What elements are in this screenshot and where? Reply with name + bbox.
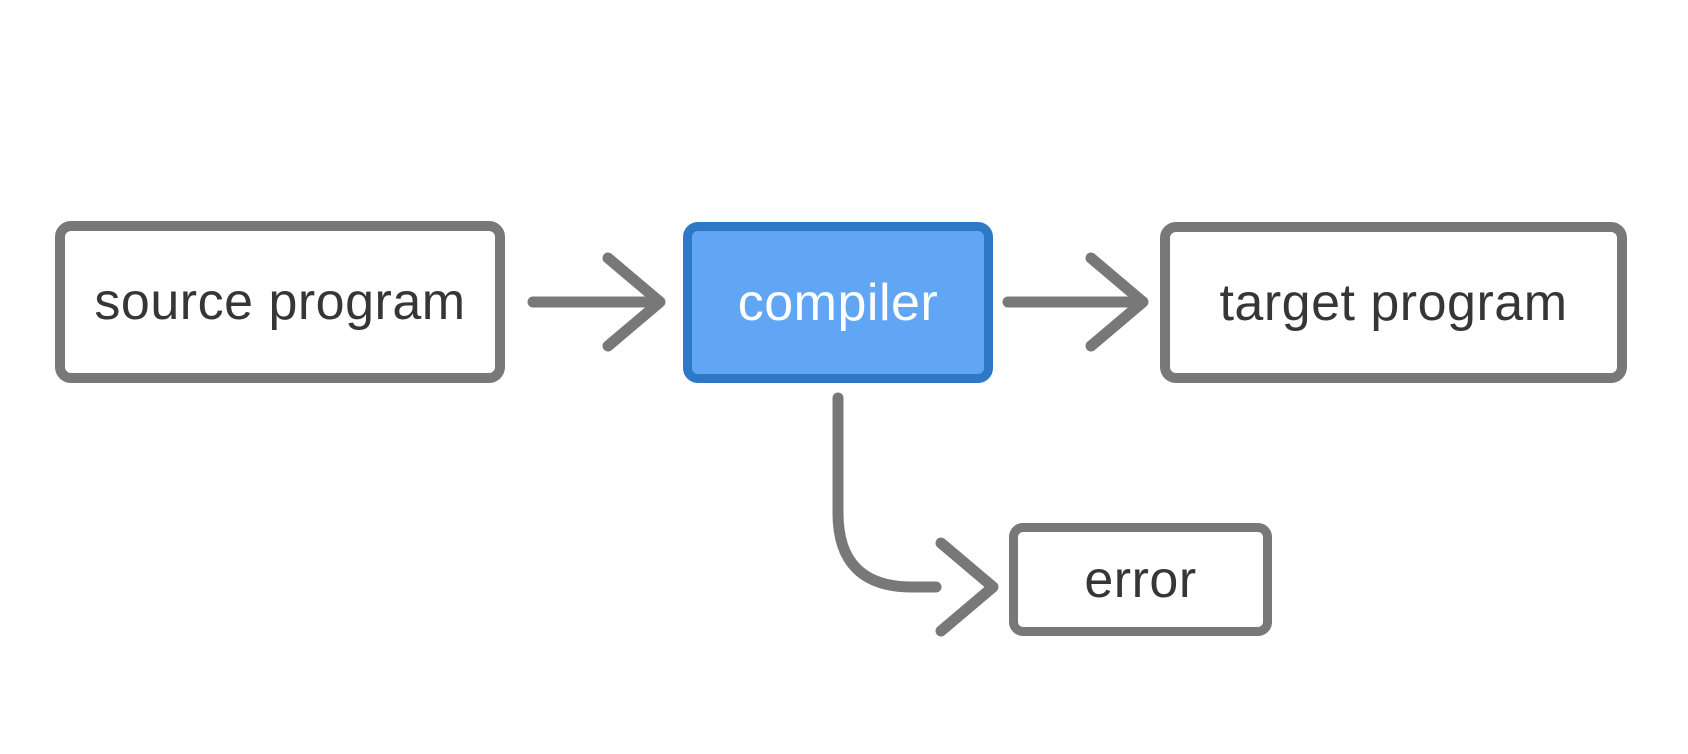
arrow-head-icon [1085, 252, 1149, 352]
node-compiler: compiler [683, 222, 993, 383]
arrow-head-icon [935, 537, 999, 637]
node-target-program: target program [1160, 222, 1627, 383]
arrow-head-icon [602, 252, 666, 352]
node-compiler-label: compiler [737, 273, 939, 332]
arrow-source-to-compiler [527, 252, 666, 352]
node-source-program-label: source program [94, 273, 466, 331]
arrow-compiler-to-error [832, 392, 999, 637]
arrow-compiler-to-target [1002, 252, 1149, 352]
node-source-program: source program [55, 221, 505, 383]
node-error-label: error [1084, 550, 1197, 609]
node-error: error [1009, 523, 1272, 636]
arrow-shaft [832, 392, 942, 593]
node-target-program-label: target program [1219, 273, 1568, 332]
